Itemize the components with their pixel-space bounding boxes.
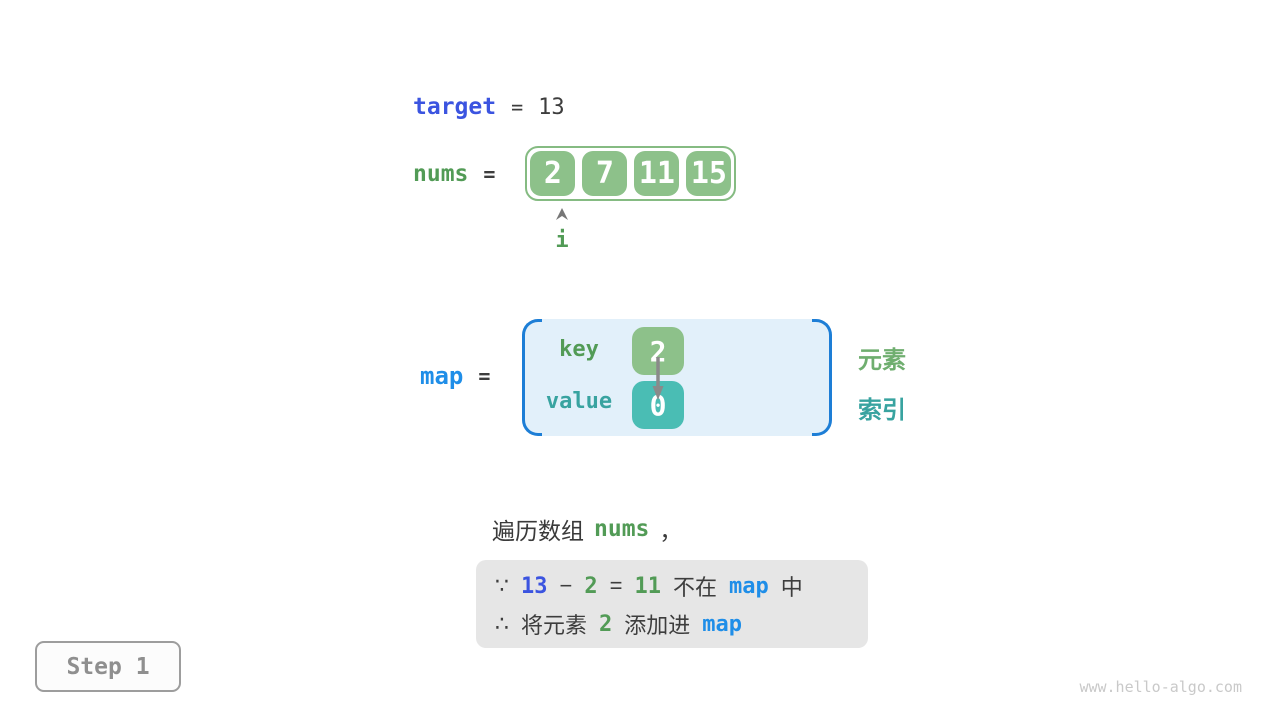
left-bracket (522, 319, 542, 436)
nums-keyword: nums (413, 160, 469, 187)
nums-equals-sign: = (483, 161, 496, 186)
nums-array: 2 7 11 15 (525, 146, 737, 201)
difference: 11 (634, 573, 661, 599)
reason-box: ∵ 13 − 2 = 11 不在 map 中 ∴ 将元素 2 添加进 map (476, 560, 868, 648)
array-cell: 2 (530, 151, 576, 196)
up-arrow-icon (556, 208, 568, 220)
not-in-text: 不在 (672, 575, 717, 600)
caption-code: nums (594, 516, 650, 542)
array-cell: 11 (634, 151, 680, 196)
right-bracket (812, 319, 832, 436)
action-text-before: 将元素 (521, 613, 588, 638)
suffix-text: 中 (780, 575, 803, 600)
map-ref: map (728, 573, 769, 599)
target-value: 13 (538, 94, 565, 120)
array-cell: 7 (582, 151, 628, 196)
step-badge: Step 1 (35, 641, 181, 692)
map-value-label: value (545, 389, 613, 414)
key-to-value-arrow-icon (652, 357, 664, 400)
array-cell: 15 (686, 151, 732, 196)
map-key-label: key (559, 337, 599, 362)
because-symbol: ∵ (495, 573, 509, 598)
map-ref: map (702, 611, 743, 637)
map-label-row: map = (420, 362, 490, 390)
minuend: 13 (521, 573, 548, 599)
target-row: target = 13 (413, 94, 565, 120)
map-key-box: 2 (632, 327, 684, 375)
subtrahend: 2 (584, 573, 598, 599)
target-equals-sign: = (511, 95, 524, 119)
legend-element: 元素 (858, 347, 906, 374)
reason-line-1: ∵ 13 − 2 = 11 不在 map 中 (495, 571, 868, 601)
index-pointer: i (544, 208, 580, 253)
pointer-label: i (555, 228, 569, 253)
action-text-after: 添加进 (624, 613, 691, 638)
target-keyword: target (413, 94, 497, 120)
element-value: 2 (599, 611, 613, 637)
map-equals-sign: = (478, 364, 491, 388)
caption-comma: ， (659, 518, 683, 544)
map-keyword: map (420, 362, 464, 390)
legend-index: 索引 (858, 397, 906, 424)
therefore-symbol: ∴ (495, 611, 509, 636)
nums-row: nums = 2 7 11 15 (413, 146, 737, 201)
map-container: key 2 value 0 (522, 319, 832, 436)
reason-line-2: ∴ 将元素 2 添加进 map (495, 609, 868, 639)
minus-sign: − (559, 573, 573, 598)
caption-prefix: 遍历数组 (492, 518, 584, 544)
caption-line: 遍历数组 nums ， (492, 512, 682, 546)
watermark: www.hello-algo.com (1079, 678, 1242, 696)
equals-sign: = (609, 573, 623, 598)
